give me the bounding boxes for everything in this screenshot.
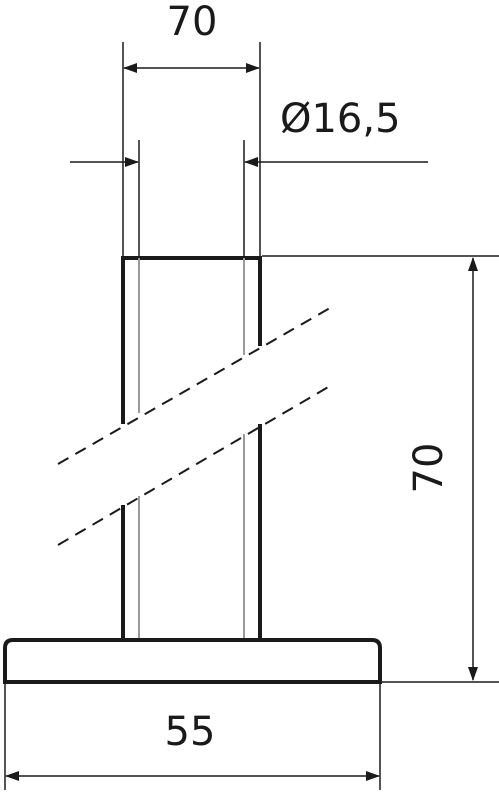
top-width-dimension: 70 <box>122 0 261 256</box>
diameter-dimension: Ø16,5 <box>70 96 428 256</box>
base-plate <box>3 638 382 684</box>
break-lines <box>57 307 331 546</box>
break-line-upper <box>57 307 331 465</box>
diameter-label: Ø16,5 <box>280 96 401 142</box>
base-plate-outline <box>3 638 382 684</box>
base-width-dimension: 55 <box>4 684 381 790</box>
top-width-label: 70 <box>167 0 218 45</box>
base-width-label: 55 <box>165 709 216 755</box>
height-dimension: 70 <box>262 255 499 683</box>
height-label: 70 <box>406 443 452 494</box>
tube-body <box>121 256 262 641</box>
break-line-lower <box>57 385 331 546</box>
